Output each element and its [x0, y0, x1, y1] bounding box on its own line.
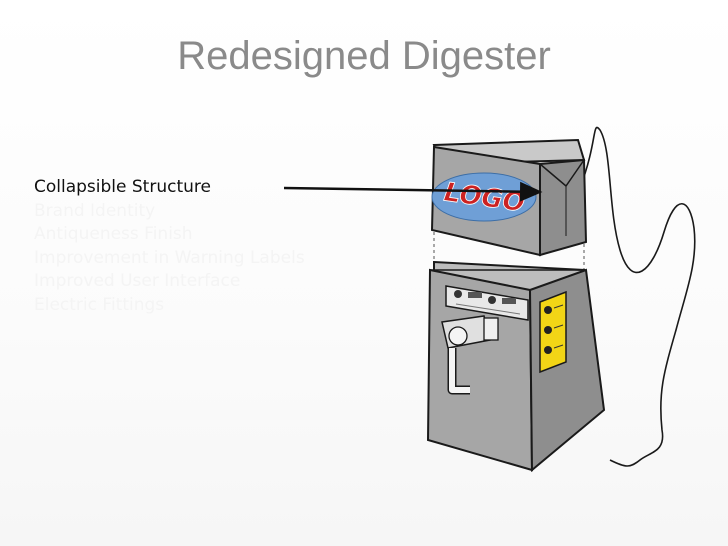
- bullet-user-interface: Improved User Interface: [34, 271, 241, 291]
- bullet-warning-labels: Improvement in Warning Labels: [34, 247, 305, 268]
- warning-label: [539, 290, 567, 374]
- pipe-icon: [447, 348, 470, 395]
- bullet-electric-fittings: Electric Fittings: [34, 294, 165, 315]
- arrow-icon: [283, 181, 543, 202]
- tap-icon: [441, 315, 499, 349]
- power-cord-icon: [579, 126, 696, 467]
- bullet-brand-identity: Brand Identity: [34, 200, 156, 221]
- upper-box-lid: LOGO: [430, 138, 588, 257]
- slide-title: Redesigned Digester: [177, 34, 551, 78]
- lid-side-face: [539, 158, 588, 257]
- lower-box-base: [426, 260, 606, 473]
- bullet-list: Collapsible Structure Brand Identity Ant…: [34, 176, 394, 317]
- bullet-antiqueness-finish: Antiqueness Finish: [34, 224, 193, 244]
- bullet-collapsible-structure: Collapsible Structure: [34, 177, 211, 197]
- control-panel-icon: [445, 285, 529, 321]
